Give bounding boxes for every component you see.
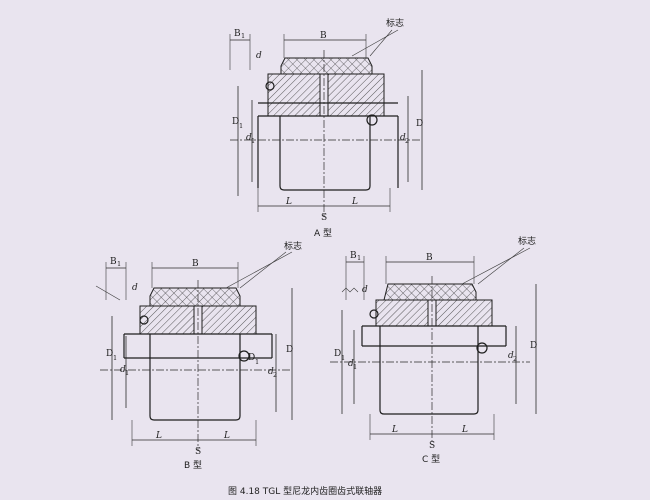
view-b-dim-S: S — [195, 447, 201, 457]
view-a-dim-L-right: L — [351, 197, 358, 207]
view-b — [95, 251, 293, 450]
view-a-mark-label: 标志 — [386, 17, 404, 29]
view-c-label: C 型 — [422, 454, 440, 465]
view-a-dim-b1: B — [234, 29, 241, 39]
view-c — [330, 247, 537, 444]
view-a-label: A 型 — [314, 228, 332, 239]
view-a-dim-D1-sub: 1 — [239, 122, 243, 130]
view-b-dim-d2-sub: 2 — [273, 371, 277, 379]
view-b-dim-b1-sub: 1 — [117, 260, 121, 268]
view-a-dim-D: D — [416, 119, 423, 129]
view-c-dim-D1: D — [334, 349, 341, 359]
view-a-dim-d2: d — [400, 133, 406, 143]
view-c-dim-S: S — [429, 441, 435, 451]
view-b-dim-d: d — [132, 283, 138, 293]
view-c-dim-L-left: L — [391, 425, 398, 435]
view-b-hub-right — [201, 305, 257, 335]
view-c-mark-label: 标志 — [518, 235, 536, 247]
view-b-dim-D1-right: D — [248, 353, 255, 363]
view-a-hub-left — [267, 73, 321, 117]
view-b-mark-label: 标志 — [284, 240, 302, 252]
view-b-dim-d1-sub: 1 — [125, 369, 129, 377]
view-c-dim-d2: d — [508, 351, 514, 361]
view-a — [229, 29, 423, 218]
view-b-dim-b1: B — [110, 257, 117, 267]
view-b-label: B 型 — [184, 460, 202, 471]
view-c-dim-L-right: L — [461, 425, 468, 435]
view-c-dim-d2-sub: 2 — [513, 355, 517, 363]
view-c-dim-d1-sub: 1 — [353, 363, 357, 371]
view-b-dim-d2: d — [268, 367, 274, 377]
view-b-dim-d1: d — [120, 365, 126, 375]
view-a-dim-d1: d — [246, 133, 252, 143]
view-c-dim-d: d — [362, 285, 368, 295]
figure-caption: 图 4.18 TGL 型尼龙内齿圈齿式联轴器 — [228, 485, 382, 497]
view-a-dim-d1-sub: 1 — [251, 137, 255, 145]
view-a-hub-right — [327, 73, 385, 117]
view-c-body — [361, 325, 507, 415]
view-c-hub-right — [435, 299, 493, 327]
view-a-dim-b1-sub: 1 — [241, 32, 245, 40]
view-c-dim-b1-sub: 1 — [357, 254, 361, 262]
view-a-dim-S: S — [321, 213, 327, 223]
view-c-sleeve — [383, 283, 477, 301]
view-b-dim-D1-sub: 1 — [113, 354, 117, 362]
view-a-dim-d2-sub: 2 — [405, 137, 409, 145]
view-b-dim-b: B — [192, 259, 199, 269]
view-a-dim-L-left: L — [285, 197, 292, 207]
view-c-dim-D: D — [530, 341, 537, 351]
view-a-dim-D1: D — [232, 117, 239, 127]
view-b-dim-D1-right-sub: 1 — [255, 358, 259, 366]
view-b-dim-D: D — [286, 345, 293, 355]
view-a-dim-d: d — [256, 51, 262, 61]
view-a-body — [257, 115, 399, 191]
view-a-dim-b: B — [320, 31, 327, 41]
view-b-sleeve — [149, 287, 241, 307]
view-c-dim-d1: d — [348, 359, 354, 369]
view-c-dim-b1: B — [350, 251, 357, 261]
view-c-dim-b: B — [426, 253, 433, 263]
view-c-hub-left — [375, 299, 429, 327]
view-a-sleeve — [280, 57, 373, 75]
view-b-dim-D1: D — [106, 349, 113, 359]
view-b-dim-L-right: L — [223, 431, 230, 441]
view-c-dim-D1-sub: 1 — [341, 354, 345, 362]
view-b-dim-L-left: L — [155, 431, 162, 441]
